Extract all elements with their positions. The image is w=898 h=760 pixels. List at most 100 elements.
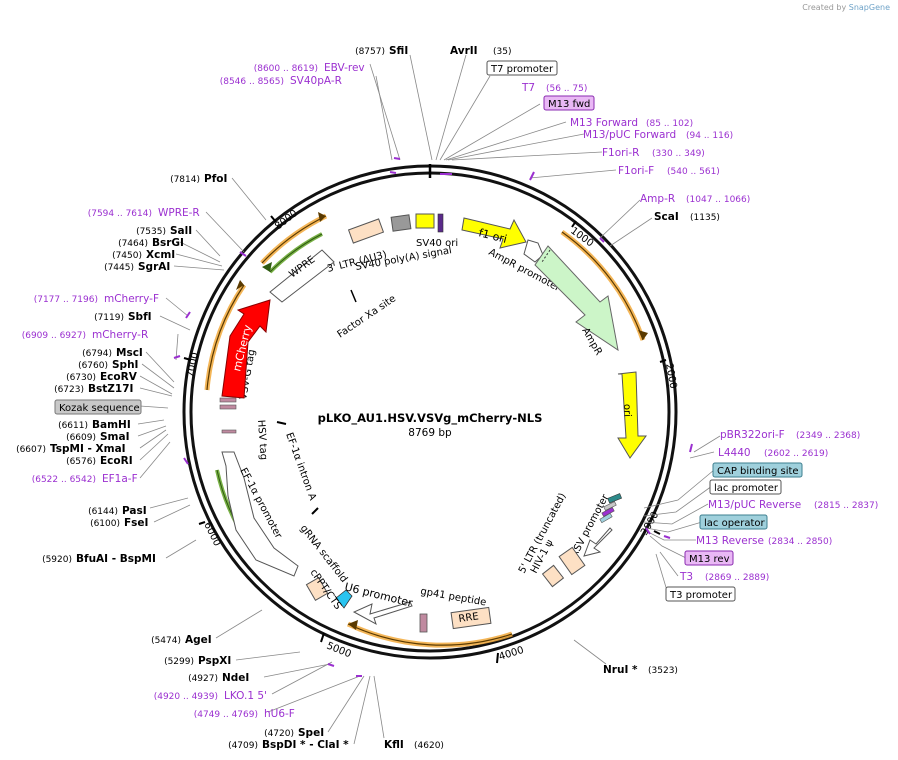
feature-sv40-ori: SV40 ori	[415, 213, 458, 249]
label-scai: ScaI (1135)	[654, 211, 720, 223]
arc-arrowhead	[318, 212, 326, 222]
label-sali: (7535) SalI	[136, 225, 192, 237]
svg-text:BsrGI: BsrGI	[152, 237, 184, 249]
svg-text:(6609): (6609)	[66, 433, 96, 443]
label-xcmi: (7450) XcmI	[112, 249, 175, 261]
svg-text:(7594 .. 7614): (7594 .. 7614)	[88, 209, 152, 219]
label-f1ori-f: F1ori-F (540 .. 561)	[618, 165, 720, 177]
svg-text:AgeI: AgeI	[185, 634, 212, 646]
svg-text:CAP binding site: CAP binding site	[717, 466, 799, 477]
arc-arrowhead	[348, 620, 358, 630]
label-lac-operator: lac operator	[699, 514, 768, 530]
svg-text:(6760): (6760)	[78, 361, 108, 371]
svg-text:(1047 .. 1066): (1047 .. 1066)	[686, 195, 750, 205]
leader-lines	[137, 54, 721, 745]
arc-arrowhead	[638, 330, 648, 340]
svg-text:ori: ori	[621, 404, 632, 417]
label-t3: T3 (2869 .. 2889)	[679, 571, 769, 583]
svg-text:(6144): (6144)	[88, 507, 118, 517]
svg-text:(94 .. 116): (94 .. 116)	[686, 131, 733, 141]
label-ecori: (6576) EcoRI	[66, 455, 133, 467]
svg-text:SalI: SalI	[170, 225, 192, 237]
svg-text:(4749 .. 4769): (4749 .. 4769)	[194, 710, 258, 720]
label-mcherry-f: (7177 .. 7196) mCherry-F	[34, 293, 159, 305]
svg-text:(8757): (8757)	[355, 47, 385, 57]
label-ndei: (4927) NdeI	[188, 672, 249, 684]
svg-text:lac promoter: lac promoter	[714, 483, 779, 494]
svg-text:(5299): (5299)	[164, 657, 194, 667]
svg-text:(4927): (4927)	[188, 674, 218, 684]
svg-text:(6909 .. 6927): (6909 .. 6927)	[22, 331, 86, 341]
svg-text:KflI: KflI	[384, 739, 404, 751]
svg-text:(8600 .. 8619): (8600 .. 8619)	[254, 64, 318, 74]
svg-text:NdeI: NdeI	[222, 672, 249, 684]
svg-text:SV40pA-R: SV40pA-R	[290, 75, 342, 87]
svg-text:(85 .. 102): (85 .. 102)	[646, 119, 693, 129]
feature-ampr: AmpR	[534, 245, 619, 357]
plasmid-name: pLKO_AU1.HSV.VSVg_mCherry-NLS	[318, 411, 543, 426]
svg-text:M13 Forward: M13 Forward	[570, 117, 638, 129]
svg-text:(6100): (6100)	[90, 519, 120, 529]
svg-text:SfiI: SfiI	[389, 45, 408, 57]
svg-text:(4720): (4720)	[264, 729, 294, 739]
label-kozak-sequence: Kozak sequence	[54, 399, 142, 415]
label-mcherry-r: (6909 .. 6927) mCherry-R	[22, 329, 149, 341]
feature-5-ltr: 5' LTR (truncated)	[517, 491, 586, 575]
feature-small-sites-3000	[599, 493, 623, 524]
svg-text:mCherry-R: mCherry-R	[92, 329, 148, 341]
feature-ef1a-intron: EF-1α intron A	[276, 421, 319, 515]
label-pfoi: (7814) PfoI	[170, 173, 227, 185]
label-lac-promoter: lac promoter	[709, 479, 782, 495]
svg-text:(8546 .. 8565): (8546 .. 8565)	[220, 77, 284, 87]
label-l4440: L4440 (2602 .. 2619)	[718, 447, 828, 459]
svg-text:M13 fwd: M13 fwd	[548, 99, 590, 110]
svg-text:(6611): (6611)	[58, 421, 88, 431]
label-fsei: (6100) FseI	[90, 517, 148, 529]
label-m13-rev: M13 rev	[684, 550, 734, 566]
watermark: Created by SnapGene	[802, 3, 890, 12]
svg-text:(56 .. 75): (56 .. 75)	[546, 84, 587, 94]
svg-text:SgrAI: SgrAI	[138, 261, 170, 273]
label-m13-reverse: M13 Reverse (2834 .. 2850)	[696, 535, 832, 547]
svg-text:F1ori-R: F1ori-R	[602, 147, 639, 159]
tick-7000: 7000	[183, 351, 201, 379]
plasmid-size: 8769 bp	[408, 427, 452, 439]
svg-text:WPRE-R: WPRE-R	[158, 207, 200, 219]
svg-text:L4440: L4440	[718, 447, 751, 459]
svg-text:(4920 .. 4939): (4920 .. 4939)	[154, 692, 218, 702]
feature-cppt: cPPT/CTS gRNA scaffold	[298, 523, 353, 612]
label-t3-promoter: T3 promoter	[665, 586, 736, 602]
svg-text:BamHI: BamHI	[92, 419, 131, 431]
svg-text:M13 rev: M13 rev	[689, 554, 730, 565]
svg-text:FseI: FseI	[124, 517, 148, 529]
svg-text:(7119): (7119)	[94, 313, 124, 323]
label-avrii: AvrII (35)	[450, 45, 511, 57]
label-m13-fwd: M13 fwd	[543, 95, 595, 111]
svg-text:PfoI: PfoI	[204, 173, 227, 185]
svg-text:PasI: PasI	[122, 505, 147, 517]
svg-text:(5474): (5474)	[151, 636, 181, 646]
label-bspdi: (4709) BspDI * - ClaI *	[228, 739, 349, 751]
feature-wpre: WPRE	[269, 249, 335, 303]
svg-text:(5920): (5920)	[42, 555, 72, 565]
svg-text:SV40 ori: SV40 ori	[416, 238, 458, 249]
svg-text:AvrII: AvrII	[450, 45, 478, 57]
svg-text:(2815 .. 2837): (2815 .. 2837)	[814, 501, 878, 511]
label-t7: T7 (56 .. 75)	[521, 82, 587, 94]
svg-text:PspXI: PspXI	[198, 655, 231, 667]
svg-text:F1ori-F: F1ori-F	[618, 165, 654, 177]
svg-text:2000: 2000	[663, 363, 678, 390]
label-ebv-rev: (8600 .. 8619) EBV-rev	[254, 62, 365, 74]
svg-text:BstZ17I: BstZ17I	[88, 383, 133, 395]
label-spei: (4720) SpeI	[264, 727, 324, 739]
label-lko: (4920 .. 4939) LKO.1 5'	[154, 690, 267, 702]
svg-text:(6576): (6576)	[66, 457, 96, 467]
label-bfuai: (5920) BfuAI - BspMI	[42, 553, 156, 565]
arc-arrowhead	[262, 262, 272, 272]
label-smai: (6609) SmaI	[66, 431, 129, 443]
label-sphi: (6760) SphI	[78, 359, 138, 371]
label-pspxi: (5299) PspXI	[164, 655, 231, 667]
svg-text:(7445): (7445)	[104, 263, 134, 273]
label-sv40pa-r: (8546 .. 8565) SV40pA-R	[220, 75, 342, 87]
